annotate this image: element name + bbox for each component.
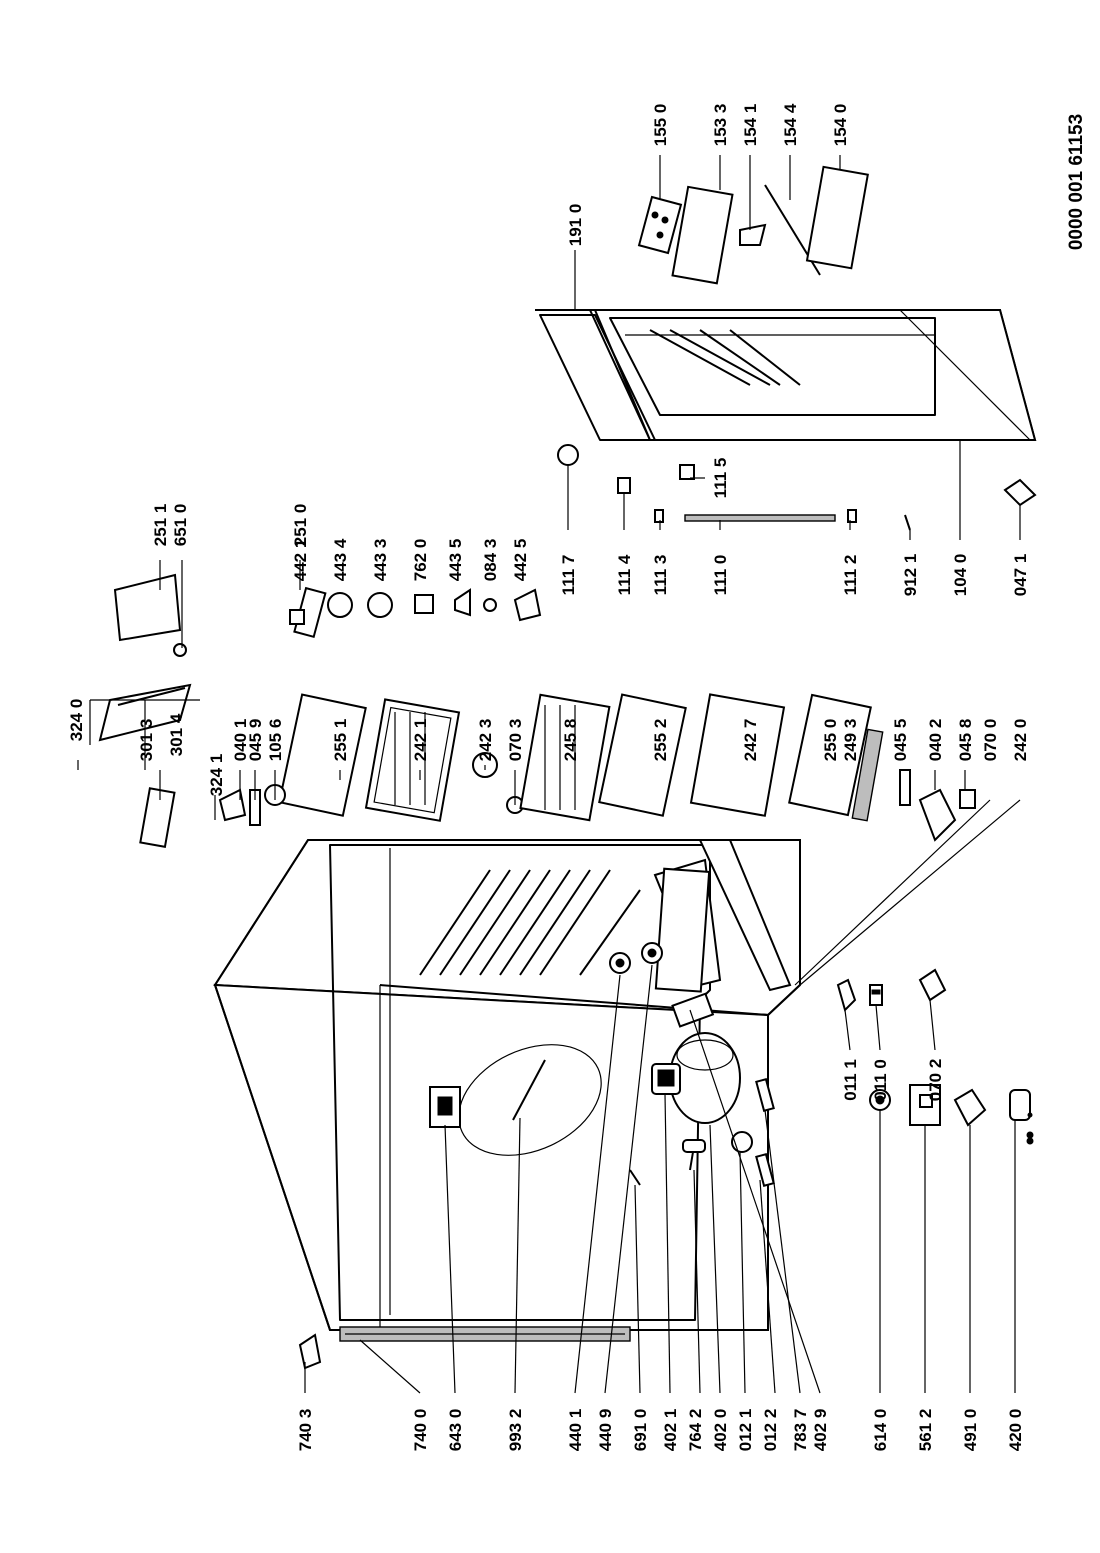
- label-154-1: 154 1: [741, 104, 760, 147]
- hinge-parts-top: [218, 784, 286, 826]
- label-047-1: 047 1: [1011, 554, 1030, 597]
- label-255-2: 255 2: [651, 719, 670, 762]
- label-251-0: 251 0: [291, 504, 310, 547]
- leader-lines: [77, 155, 1021, 1394]
- label-111-3: 111 3: [651, 555, 670, 596]
- label-242-0: 242 0: [1011, 719, 1030, 762]
- hinge-parts-bottom: [836, 968, 947, 1012]
- document-number: 0000 001 61153: [1066, 114, 1087, 250]
- label-111-2: 111 2: [841, 555, 860, 596]
- label-242-7: 242 7: [741, 719, 760, 762]
- label-011-0: 011 0: [871, 1059, 890, 1101]
- door-bins: [637, 165, 869, 285]
- label-442-1-visible: 442 1: [291, 539, 310, 582]
- label-764-2: 764 2: [686, 1409, 705, 1452]
- label-242-3: 242 3: [476, 719, 495, 762]
- label-402-0: 402 0: [711, 1409, 730, 1452]
- part-labels: 740 3 740 0 643 0 993 2 440 1 440 9 691 …: [67, 103, 1030, 1451]
- label-442-5: 442 5: [511, 539, 530, 582]
- label-040-2: 040 2: [926, 719, 945, 762]
- label-155-0: 155 0: [651, 104, 670, 147]
- label-084-3: 084 3: [481, 539, 500, 582]
- label-614-0: 614 0: [871, 1409, 890, 1452]
- label-491-0: 491 0: [961, 1409, 980, 1452]
- label-012-1: 012 1: [736, 1409, 755, 1452]
- label-105-6: 105 6: [266, 719, 285, 762]
- label-255-0: 255 0: [821, 719, 840, 762]
- cabinet: [213, 839, 801, 1342]
- label-993-2: 993 2: [506, 1409, 525, 1452]
- label-643-0: 643 0: [446, 1409, 465, 1452]
- label-443-5: 443 5: [446, 539, 465, 582]
- label-762-0: 762 0: [411, 539, 430, 582]
- fan-parts: [113, 573, 542, 657]
- shelf-rails: [419, 869, 641, 976]
- back-panel: [458, 1044, 602, 1156]
- label-783-7: 783 7: [791, 1409, 810, 1452]
- label-651-0: 651 0: [171, 504, 190, 547]
- label-912-1: 912 1: [901, 554, 920, 597]
- label-070-2: 070 2: [926, 1059, 945, 1102]
- label-045-8: 045 8: [956, 719, 975, 762]
- label-111-5: 111 5: [711, 458, 730, 499]
- label-245-8: 245 8: [561, 719, 580, 762]
- shelves-drawers: [278, 693, 976, 842]
- label-249-3: 249 3: [841, 719, 860, 762]
- label-440-1: 440 1: [566, 1409, 585, 1452]
- label-561-2: 561 2: [916, 1409, 935, 1452]
- label-012-2: 012 2: [761, 1409, 780, 1452]
- small-parts-left: [298, 1077, 775, 1370]
- label-045-9: 045 9: [246, 719, 265, 762]
- label-011-1: 011 1: [841, 1059, 860, 1101]
- label-154-0: 154 0: [831, 104, 850, 147]
- label-104-0: 104 0: [951, 554, 970, 597]
- label-242-1: 242 1: [411, 719, 430, 762]
- label-443-3: 443 3: [371, 539, 390, 582]
- label-251-1: 251 1: [151, 504, 170, 547]
- label-691-0: 691 0: [631, 1409, 650, 1452]
- label-301-4: 301 4: [167, 713, 186, 756]
- door-trim-parts: [557, 444, 1037, 531]
- label-111-4: 111 4: [615, 554, 634, 595]
- label-402-9: 402 9: [811, 1409, 830, 1452]
- label-070-0: 070 0: [981, 719, 1000, 762]
- electrical-parts: [869, 1084, 1034, 1145]
- crisper-box: [653, 839, 792, 993]
- label-154-4: 154 4: [781, 103, 800, 146]
- label-440-9: 440 9: [596, 1409, 615, 1452]
- rear-condenser: [339, 1326, 631, 1342]
- compressor: [669, 992, 741, 1124]
- label-324-0: 324 0: [67, 699, 86, 742]
- label-191-0: 191 0: [566, 204, 585, 247]
- label-255-1: 255 1: [331, 719, 350, 762]
- label-111-0: 111 0: [711, 555, 730, 596]
- label-740-0: 740 0: [411, 1409, 430, 1452]
- door: [535, 309, 1037, 441]
- label-402-1: 402 1: [661, 1409, 680, 1452]
- label-443-4: 443 4: [331, 538, 350, 581]
- label-111-7: 111 7: [559, 555, 578, 596]
- label-324-1: 324 1: [207, 754, 226, 797]
- label-740-3: 740 3: [296, 1409, 315, 1452]
- label-153-3: 153 3: [711, 104, 730, 147]
- label-045-5: 045 5: [891, 719, 910, 762]
- label-070-3: 070 3: [506, 719, 525, 762]
- label-301-3: 301 3: [137, 719, 156, 762]
- label-420-0: 420 0: [1006, 1409, 1025, 1452]
- label-040-1: 040 1: [231, 719, 250, 762]
